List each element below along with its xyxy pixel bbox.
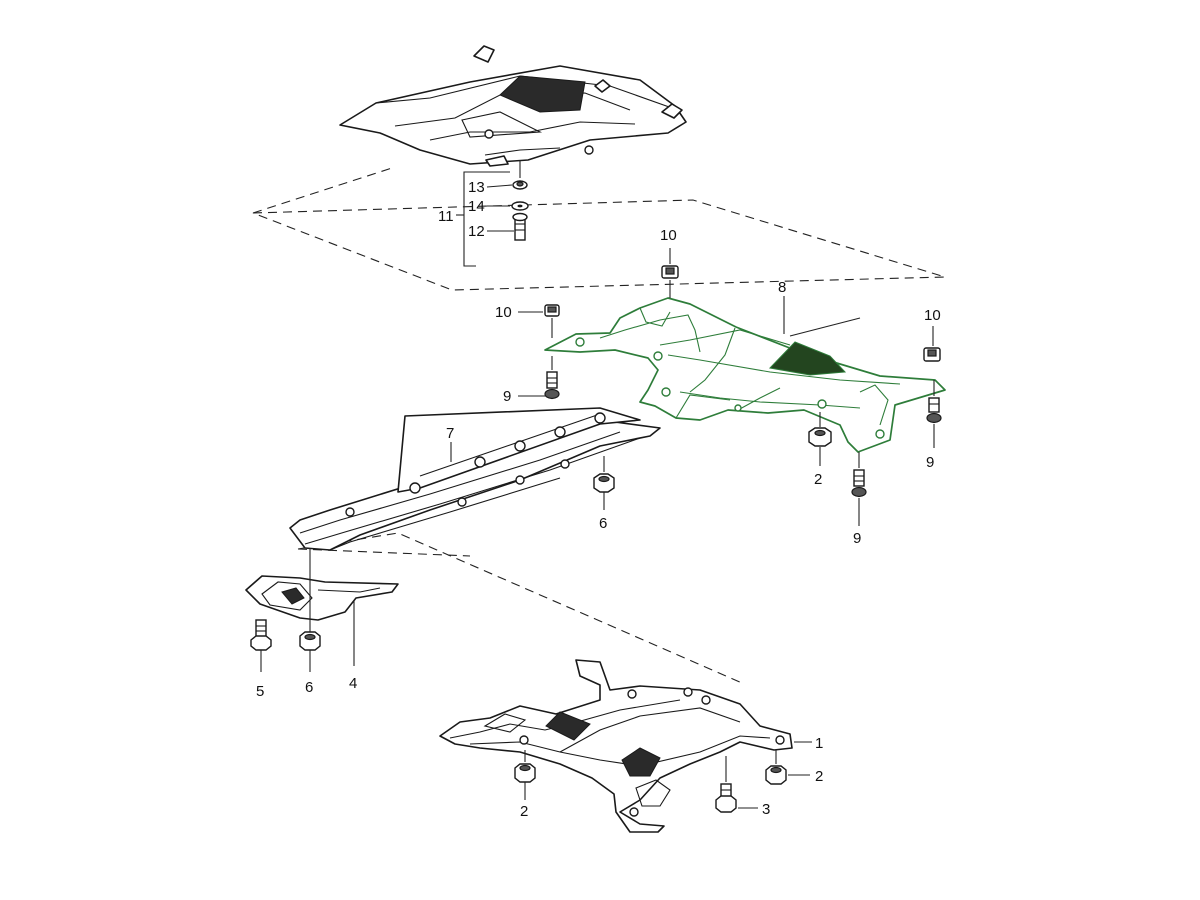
callout-labels: 1 2 2 2 3 4 5 6 6 7 8 9 9 9 10 10 10 11 … <box>256 179 941 820</box>
callout-6: 6 <box>599 515 607 532</box>
callout-11: 11 <box>438 208 454 225</box>
callout-2: 2 <box>814 471 822 488</box>
callout-5: 5 <box>256 683 264 700</box>
callout-13: 13 <box>468 179 485 196</box>
flange-nut-6-upper[interactable] <box>593 456 615 510</box>
group-bracket-11 <box>456 171 514 267</box>
callout-6: 6 <box>305 679 313 696</box>
flange-nut-2-upper[interactable] <box>808 412 832 466</box>
clip-nut-10-right[interactable] <box>923 326 941 362</box>
clip-nut-10-left[interactable] <box>518 304 560 338</box>
callout-3: 3 <box>762 801 770 818</box>
lower-underbody-panel[interactable] <box>439 659 812 833</box>
rear-underbody-panel-highlighted[interactable] <box>544 297 946 453</box>
callout-10: 10 <box>924 307 941 324</box>
callout-9: 9 <box>853 530 861 547</box>
flange-nut-6-lower[interactable] <box>299 631 321 672</box>
callout-12: 12 <box>468 223 485 240</box>
screw-9-left[interactable] <box>518 356 560 400</box>
callout-10: 10 <box>660 227 677 244</box>
callout-2: 2 <box>520 803 528 820</box>
clip-nut-10-top[interactable] <box>661 248 679 298</box>
callout-10: 10 <box>495 304 512 321</box>
front-skid-plate[interactable] <box>245 548 399 666</box>
leader-lines <box>783 296 861 337</box>
flange-nut-2-right[interactable] <box>765 750 810 785</box>
callout-14: 14 <box>468 198 485 215</box>
callout-9: 9 <box>926 454 934 471</box>
upper-underbody-panel[interactable] <box>339 45 687 167</box>
callout-2: 2 <box>815 768 823 785</box>
bolt-stack-11[interactable] <box>511 160 529 241</box>
screw-3[interactable] <box>715 756 758 813</box>
callout-8: 8 <box>778 279 786 296</box>
screw-9-right[interactable] <box>926 380 942 448</box>
callout-9: 9 <box>503 388 511 405</box>
callout-1: 1 <box>815 735 823 752</box>
tunnel-rail-panel[interactable] <box>289 407 661 551</box>
callout-4: 4 <box>349 675 357 692</box>
callout-7: 7 <box>446 425 454 442</box>
flange-nut-2-left[interactable] <box>514 750 536 800</box>
screw-9-bottom[interactable] <box>851 452 867 526</box>
screw-5[interactable] <box>250 619 272 672</box>
